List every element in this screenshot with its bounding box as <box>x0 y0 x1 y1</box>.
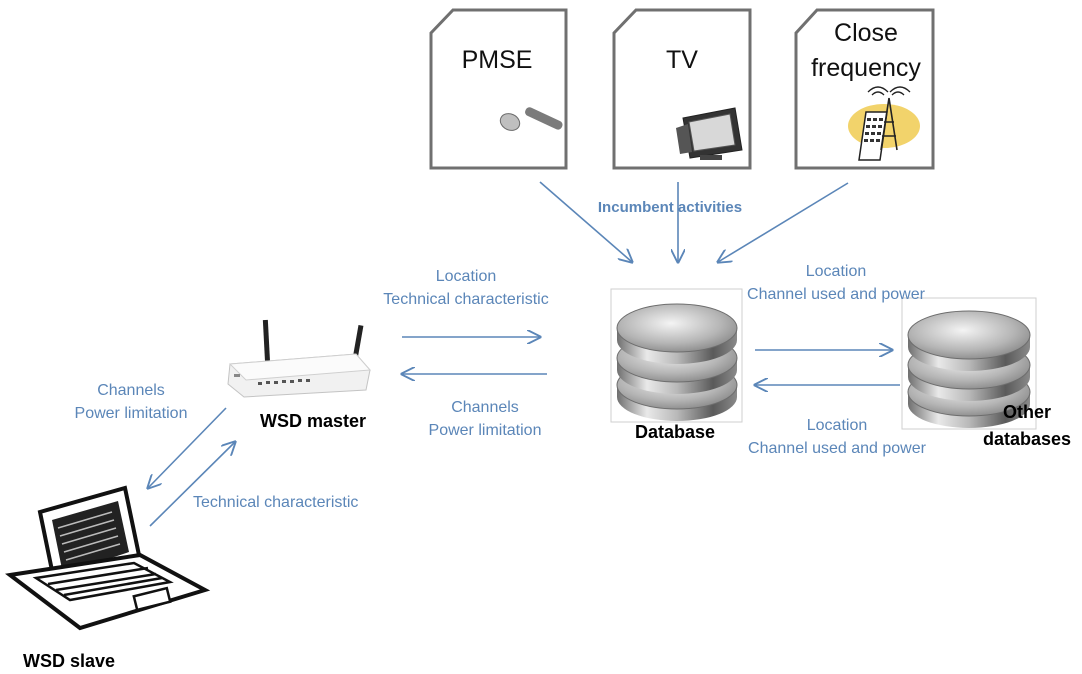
master-to-slave-label-line1: Channels <box>97 382 165 399</box>
master-to-db-label-line1: Location <box>435 268 497 285</box>
other-to-db-label-line1: Location <box>806 417 868 434</box>
other-databases-icon <box>901 297 1037 430</box>
db-to-master-label-line2: Power limitation <box>428 422 542 439</box>
pmse-box <box>429 8 568 170</box>
slave-to-master-arrow <box>149 442 235 527</box>
database-icon <box>610 288 743 423</box>
other-to-db-label-line2: Channel used and power <box>748 440 926 457</box>
laptop-icon <box>5 485 211 631</box>
router-icon <box>227 319 372 398</box>
close-frequency-to-database-arrow <box>718 182 849 262</box>
antenna-calculator-icon <box>848 86 920 161</box>
wsd-slave-label: WSD slave <box>22 651 116 671</box>
db-to-other-label-line1: Location <box>805 263 867 280</box>
tv-icon <box>676 107 743 160</box>
microphone-icon <box>499 107 563 131</box>
master-to-slave-label-line2: Power limitation <box>74 405 188 422</box>
master-to-db-label-line2: Technical characteristic <box>383 291 549 308</box>
slave-to-master-label: Technical characteristic <box>193 494 359 511</box>
pmse-to-database-arrow <box>539 181 632 262</box>
db-to-master-label-line1: Channels <box>451 399 519 416</box>
tv-label: TV <box>666 46 698 74</box>
db-to-other-label-line2: Channel used and power <box>747 286 925 303</box>
close-frequency-label-line1: Close <box>834 19 898 47</box>
other-databases-label-line1: Other <box>1002 402 1052 422</box>
master-to-slave-arrow <box>148 407 227 488</box>
other-databases-label-line2: databases <box>982 429 1072 449</box>
database-label: Database <box>634 422 716 442</box>
close-frequency-label-line2: frequency <box>811 54 921 82</box>
incumbent-activities-label: Incumbent activities <box>597 199 743 216</box>
wsd-master-label: WSD master <box>259 411 367 431</box>
pmse-label: PMSE <box>461 46 533 74</box>
